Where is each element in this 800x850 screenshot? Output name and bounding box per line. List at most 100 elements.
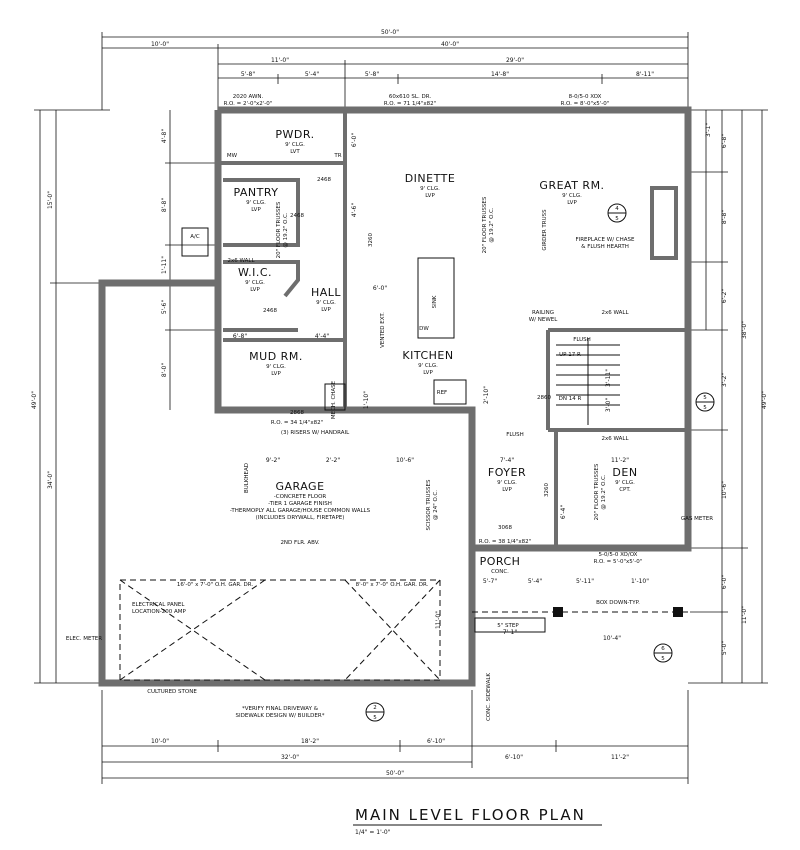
mech-chase bbox=[324, 383, 346, 411]
note-ac: A/C bbox=[190, 234, 200, 240]
svg-text:9' CLG.: 9' CLG. bbox=[316, 300, 336, 306]
room-mud: MUD RM. bbox=[249, 350, 303, 363]
svg-text:LVP: LVP bbox=[271, 371, 281, 377]
svg-text:R.O. = 8'-0"x5'-0": R.O. = 8'-0"x5'-0" bbox=[561, 101, 610, 107]
svg-text:20" FLOOR TRUSSES: 20" FLOOR TRUSSES bbox=[594, 463, 600, 520]
svg-text:11'-0": 11'-0" bbox=[435, 611, 442, 629]
dim-left-e: 1'-11" bbox=[161, 256, 168, 274]
svg-text:6'-0": 6'-0" bbox=[351, 133, 358, 147]
dim-bot-total: 50'-0" bbox=[386, 770, 404, 777]
svg-text:4'-6": 4'-6" bbox=[351, 203, 358, 217]
svg-text:@ 19.2" O.C.: @ 19.2" O.C. bbox=[601, 474, 607, 509]
refrigerator bbox=[433, 379, 467, 405]
svg-text:7'-1": 7'-1" bbox=[503, 629, 517, 636]
exterior-walls bbox=[98, 106, 692, 687]
svg-text:6: 6 bbox=[661, 646, 665, 652]
svg-text:5: 5 bbox=[373, 715, 377, 721]
dim-bot-c: 18'-2" bbox=[301, 738, 319, 745]
dim-right-f: 10'-6" bbox=[721, 481, 728, 499]
interior-walls bbox=[119, 110, 688, 681]
svg-text:FLUSH: FLUSH bbox=[573, 337, 591, 343]
svg-text:4: 4 bbox=[615, 206, 619, 212]
svg-text:7'-4": 7'-4" bbox=[500, 457, 514, 464]
room-garage: GARAGE bbox=[275, 480, 324, 493]
svg-text:9' CLG.: 9' CLG. bbox=[420, 186, 440, 192]
svg-text:LVP: LVP bbox=[423, 370, 433, 376]
dim-right-i: 3'-1" bbox=[705, 123, 712, 137]
svg-text:5: 5 bbox=[703, 395, 707, 401]
svg-text:9'-2": 9'-2" bbox=[266, 457, 280, 464]
svg-text:ELECTRICAL PANEL: ELECTRICAL PANEL bbox=[132, 602, 185, 608]
svg-text:9' CLG.: 9' CLG. bbox=[615, 480, 635, 486]
svg-text:8'-0" x 7'-0" O.H. GAR. DR.: 8'-0" x 7'-0" O.H. GAR. DR. bbox=[356, 582, 429, 588]
svg-text:R.O. = 2'-0"x2'-0": R.O. = 2'-0"x2'-0" bbox=[224, 101, 273, 107]
svg-text:SINK: SINK bbox=[432, 295, 438, 308]
section-tag-porch: 6 5 bbox=[653, 643, 673, 663]
garage-overhead bbox=[119, 579, 441, 681]
dim-top-right: 40'-0" bbox=[441, 41, 459, 48]
svg-text:5: 5 bbox=[703, 405, 707, 411]
room-great: GREAT RM. bbox=[539, 179, 604, 192]
porch-post bbox=[553, 607, 563, 617]
interior-dimensions: 6'-0" 4'-6" 6'-8" 4'-4" 9'-2" 10'-6" 7'-… bbox=[233, 133, 649, 642]
svg-text:9' CLG.: 9' CLG. bbox=[418, 363, 438, 369]
svg-text:CPT.: CPT. bbox=[619, 487, 631, 493]
svg-text:9' CLG.: 9' CLG. bbox=[497, 480, 517, 486]
svg-text:1'-10": 1'-10" bbox=[363, 391, 370, 409]
svg-text:2'-2": 2'-2" bbox=[326, 457, 340, 464]
svg-text:5'-7": 5'-7" bbox=[483, 578, 497, 585]
svg-text:@ 24" O.C.: @ 24" O.C. bbox=[433, 490, 439, 520]
dim-top2-b: 29'-0" bbox=[506, 57, 524, 64]
dim-top-total: 50'-0" bbox=[381, 29, 399, 36]
svg-text:2x6 WALL: 2x6 WALL bbox=[227, 258, 255, 264]
dim-left-b: 34'-0" bbox=[47, 471, 54, 489]
room-den: DEN bbox=[612, 466, 637, 479]
dim-top3-d: 14'-8" bbox=[491, 71, 509, 78]
svg-text:BOX DOWN-TYP.: BOX DOWN-TYP. bbox=[596, 600, 640, 606]
bottom-dimensions: 50'-0" 32'-0" 10'-0" 18'-2" 6'-10" 6'-10… bbox=[101, 690, 689, 784]
svg-text:9' CLG.: 9' CLG. bbox=[245, 280, 265, 286]
svg-text:& FLUSH HEARTH: & FLUSH HEARTH bbox=[581, 244, 629, 250]
svg-text:20" FLOOR TRUSSES: 20" FLOOR TRUSSES bbox=[276, 201, 282, 258]
svg-text:CONC. SIDEWALK: CONC. SIDEWALK bbox=[486, 673, 492, 721]
dim-bot-d: 6'-10" bbox=[427, 738, 445, 745]
plan-title: MAIN LEVEL FLOOR PLAN bbox=[355, 806, 586, 824]
svg-text:@ 19.2" O.C.: @ 19.2" O.C. bbox=[489, 207, 495, 242]
svg-text:ELEC. METER: ELEC. METER bbox=[66, 636, 102, 642]
section-tag-right: 5 5 bbox=[695, 392, 715, 412]
svg-text:9' CLG.: 9' CLG. bbox=[246, 200, 266, 206]
svg-text:2020 AWN.: 2020 AWN. bbox=[233, 94, 264, 100]
svg-text:R.O. = 38 1/4"x82": R.O. = 38 1/4"x82" bbox=[479, 539, 531, 545]
svg-text:2868: 2868 bbox=[290, 410, 304, 416]
svg-text:2'-10": 2'-10" bbox=[483, 386, 490, 404]
svg-text:LVP: LVP bbox=[251, 207, 261, 213]
plan-title-block: MAIN LEVEL FLOOR PLAN 1/4" = 1'-0" bbox=[353, 806, 602, 836]
svg-text:RAILING: RAILING bbox=[532, 310, 554, 316]
room-hall: HALL bbox=[311, 286, 341, 299]
dim-top3-b: 5'-4" bbox=[305, 71, 319, 78]
room-porch: PORCH bbox=[480, 555, 521, 568]
dim-bot-a: 32'-0" bbox=[281, 754, 299, 761]
svg-text:5: 5 bbox=[615, 216, 619, 222]
svg-text:6'-0": 6'-0" bbox=[373, 285, 387, 292]
dim-left-d: 8'-8" bbox=[161, 198, 168, 212]
section-tag-top: 4 5 bbox=[607, 203, 627, 223]
svg-text:SIDEWALK DESIGN W/ BUILDER*: SIDEWALK DESIGN W/ BUILDER* bbox=[236, 713, 325, 719]
svg-text:16'-0" x 7'-0" O.H. GAR. DR.: 16'-0" x 7'-0" O.H. GAR. DR. bbox=[177, 582, 253, 588]
ac-unit bbox=[181, 227, 209, 257]
svg-text:9' CLG.: 9' CLG. bbox=[266, 364, 286, 370]
section-tags: 4 5 5 5 2 5 6 5 bbox=[365, 203, 715, 722]
svg-text:2860: 2860 bbox=[537, 395, 551, 401]
room-kitchen: KITCHEN bbox=[402, 349, 453, 362]
dim-right-h: 5'-0" bbox=[721, 641, 728, 655]
svg-text:2x6 WALL: 2x6 WALL bbox=[601, 436, 629, 442]
svg-text:-TIER 1 GARAGE FINISH: -TIER 1 GARAGE FINISH bbox=[268, 501, 332, 507]
svg-text:FLUSH: FLUSH bbox=[506, 432, 524, 438]
svg-text:-THERMOPLY ALL GARAGE/HOUSE CO: -THERMOPLY ALL GARAGE/HOUSE COMMON WALLS bbox=[230, 508, 371, 514]
svg-text:LVP: LVP bbox=[425, 193, 435, 199]
svg-text:3'-0": 3'-0" bbox=[605, 398, 612, 412]
svg-text:3'-11": 3'-11" bbox=[605, 369, 612, 387]
svg-text:5'-11": 5'-11" bbox=[576, 578, 594, 585]
svg-text:DN 14 R: DN 14 R bbox=[559, 396, 582, 402]
